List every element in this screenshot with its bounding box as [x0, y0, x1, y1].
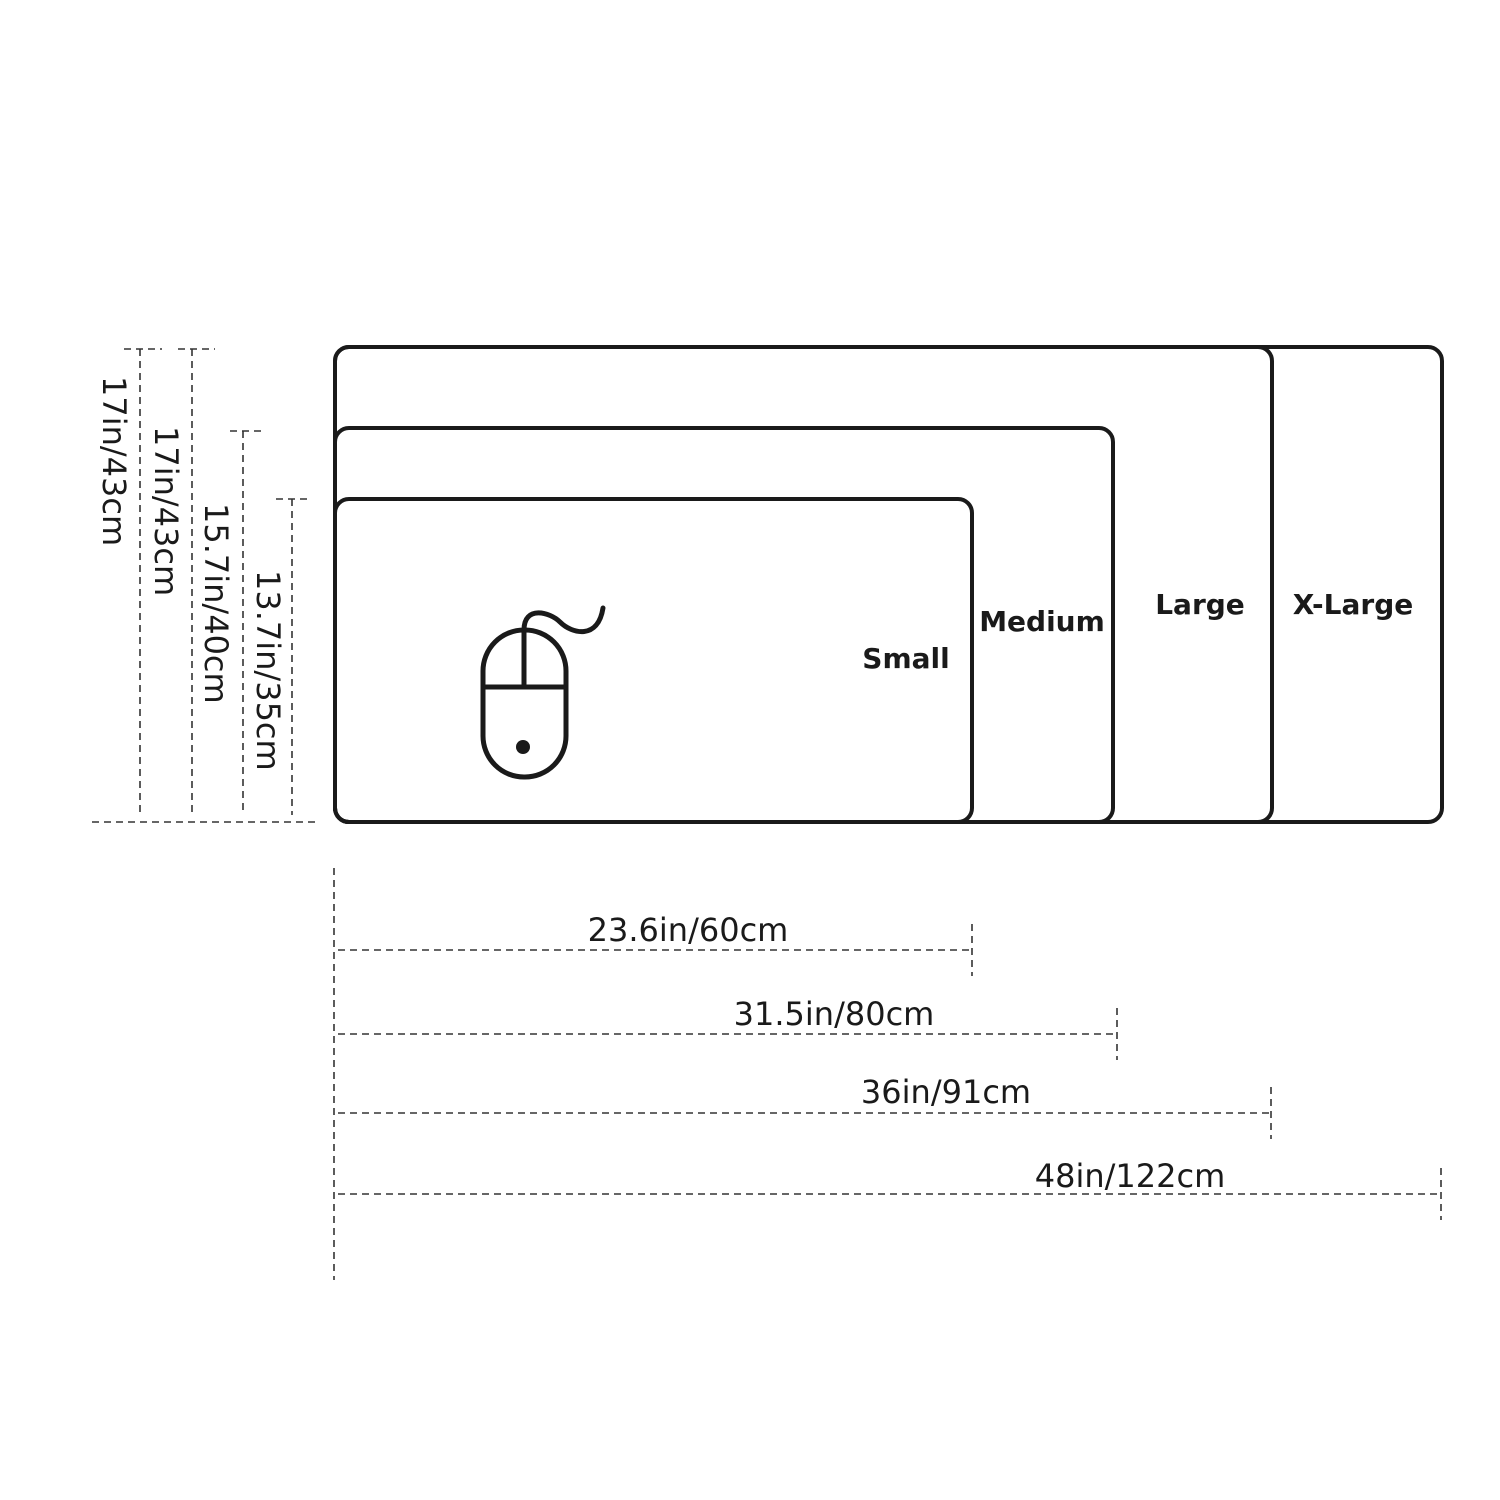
- height-label-xlarge: 17in/43cm: [95, 376, 133, 546]
- mouse-icon: [480, 605, 606, 780]
- pad-small-outline: [333, 497, 974, 824]
- size-label-medium: Medium: [979, 605, 1105, 638]
- height-guides: [92, 348, 318, 823]
- height-label-large: 17in/43cm: [147, 426, 185, 596]
- size-label-large: Large: [1155, 588, 1245, 621]
- size-label-xlarge: X-Large: [1293, 588, 1414, 621]
- width-guides: [333, 868, 1442, 1280]
- height-label-medium: 15.7in/40cm: [197, 503, 235, 704]
- width-label-small: 23.6in/60cm: [588, 911, 789, 949]
- size-label-small: Small: [862, 642, 949, 675]
- width-label-large: 36in/91cm: [861, 1073, 1031, 1111]
- width-label-xlarge: 48in/122cm: [1035, 1157, 1226, 1195]
- height-label-small: 13.7in/35cm: [249, 570, 287, 771]
- pad-large-outline: [333, 345, 1274, 824]
- pad-xlarge-outline: [333, 345, 1444, 824]
- width-label-medium: 31.5in/80cm: [734, 995, 935, 1033]
